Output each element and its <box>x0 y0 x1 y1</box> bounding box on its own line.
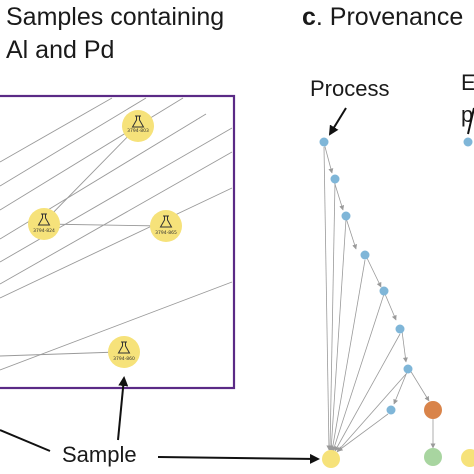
sample-graph-panel: 3794-803 3794-824 3794-865 3794-860 <box>0 94 236 390</box>
annotation-arrows <box>0 107 347 464</box>
sample-arrow-up <box>117 376 129 441</box>
sample-node[interactable]: 3794-860 <box>108 336 140 368</box>
sample-node[interactable]: 3794-865 <box>150 210 182 242</box>
sample-id: 3794-803 <box>127 128 149 134</box>
provenance-edges <box>323 142 436 453</box>
provenance-sample-node[interactable] <box>322 450 340 468</box>
sample-arrow-left <box>0 429 51 452</box>
process-node[interactable] <box>330 174 340 184</box>
flask-icon <box>131 115 145 128</box>
flask-icon <box>117 341 131 354</box>
sample-node[interactable]: 3794-824 <box>28 208 60 240</box>
partial-label-top: E <box>461 70 474 95</box>
partial-right-panel <box>461 107 474 467</box>
provenance-graph <box>319 137 442 468</box>
partial-sample-node <box>461 449 474 467</box>
sample-id: 3794-824 <box>33 228 55 234</box>
panel-c-letter: c <box>302 3 316 31</box>
panel-c-title: c. Provenance <box>302 2 463 32</box>
partial-process-node <box>463 137 473 147</box>
process-node[interactable] <box>360 250 370 260</box>
process-node[interactable] <box>395 324 405 334</box>
orange-node[interactable] <box>424 401 442 419</box>
green-node[interactable] <box>424 448 442 466</box>
panel-c-title-text: . Provenance <box>315 3 464 31</box>
graph-frame <box>0 94 236 390</box>
process-node[interactable] <box>403 364 413 374</box>
panel-b-title-line1: Samples containing <box>6 3 225 31</box>
flask-icon <box>159 215 173 228</box>
process-node[interactable] <box>319 137 329 147</box>
sample-id: 3794-865 <box>155 230 177 236</box>
sample-arrow-right <box>157 453 320 464</box>
process-node[interactable] <box>379 286 389 296</box>
process-node[interactable] <box>341 211 351 221</box>
flask-icon <box>37 213 51 226</box>
sample-node[interactable]: 3794-803 <box>122 110 154 142</box>
sample-label: Sample <box>62 442 137 467</box>
panel-b-title-line2: Al and Pd <box>6 36 115 64</box>
process-node[interactable] <box>386 405 396 415</box>
partial-arrow <box>467 107 474 135</box>
process-label: Process <box>310 76 390 101</box>
process-arrow <box>328 107 347 136</box>
sample-id: 3794-860 <box>113 356 135 362</box>
